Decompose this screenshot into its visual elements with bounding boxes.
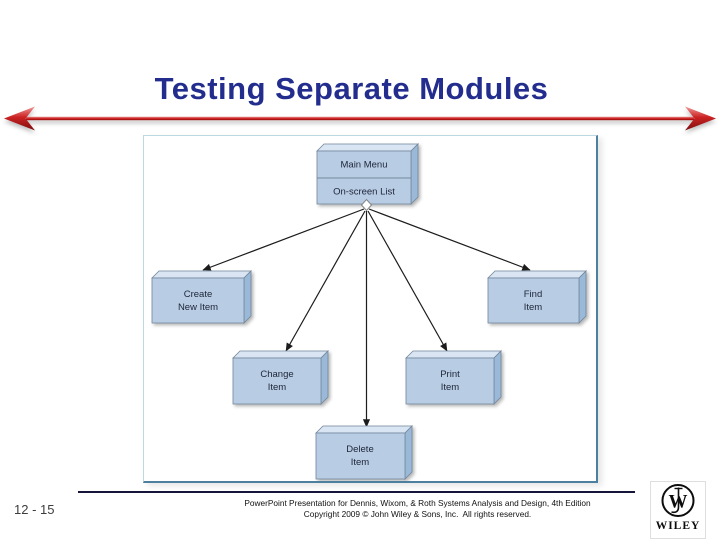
red-divider-arrow — [4, 106, 716, 131]
module-label: Change — [260, 369, 293, 380]
module-box-create-new-item: Create New Item — [151, 270, 252, 324]
main-menu-label: Main Menu — [341, 160, 388, 171]
wiley-logo: W WILEY — [650, 481, 706, 539]
module-label: Delete — [346, 444, 373, 455]
diagram-frame: Main Menu On-screen List Create New Item… — [143, 135, 598, 483]
module-label: Create — [184, 289, 213, 300]
module-label: Item — [441, 382, 460, 393]
module-label: Find — [524, 289, 542, 300]
connector-print-item — [367, 210, 448, 352]
footer-line-2: Copyright 2009 © John Wiley & Sons, Inc.… — [303, 509, 532, 519]
module-label: Print — [440, 369, 460, 380]
module-box-change-item: Change Item — [232, 350, 329, 405]
footer-credits: PowerPoint Presentation for Dennis, Wixo… — [180, 498, 655, 520]
module-label: New Item — [178, 302, 218, 313]
red-arrow-shaft — [26, 116, 694, 121]
aggregation-diamond-icon — [360, 198, 373, 212]
module-label: Item — [524, 302, 543, 313]
footer-line-1: PowerPoint Presentation for Dennis, Wixo… — [244, 498, 591, 508]
connector-find-item — [368, 208, 531, 271]
on-screen-list-label: On-screen List — [333, 187, 395, 198]
module-box-find-item: Find Item — [487, 270, 587, 324]
module-label: Item — [351, 457, 370, 468]
slide-title: Testing Separate Modules — [154, 71, 549, 106]
module-label: Item — [268, 382, 287, 393]
wiley-monogram-icon: W — [661, 484, 695, 517]
wiley-wordmark: WILEY — [655, 520, 701, 532]
module-box-main-menu: Main Menu On-screen List — [316, 143, 419, 205]
left-arrowhead-icon — [4, 106, 35, 131]
module-box-delete-item: Delete Item — [315, 425, 413, 480]
connector-change-item — [285, 210, 366, 352]
module-structure-chart: Main Menu On-screen List Create New Item… — [151, 143, 587, 480]
page-number: 12 - 15 — [14, 502, 55, 517]
footer-divider — [78, 491, 635, 493]
connector-create-new-item — [202, 208, 365, 271]
connector-arrows — [202, 208, 531, 428]
right-arrowhead-icon — [685, 106, 716, 131]
module-box-print-item: Print Item — [405, 350, 502, 405]
